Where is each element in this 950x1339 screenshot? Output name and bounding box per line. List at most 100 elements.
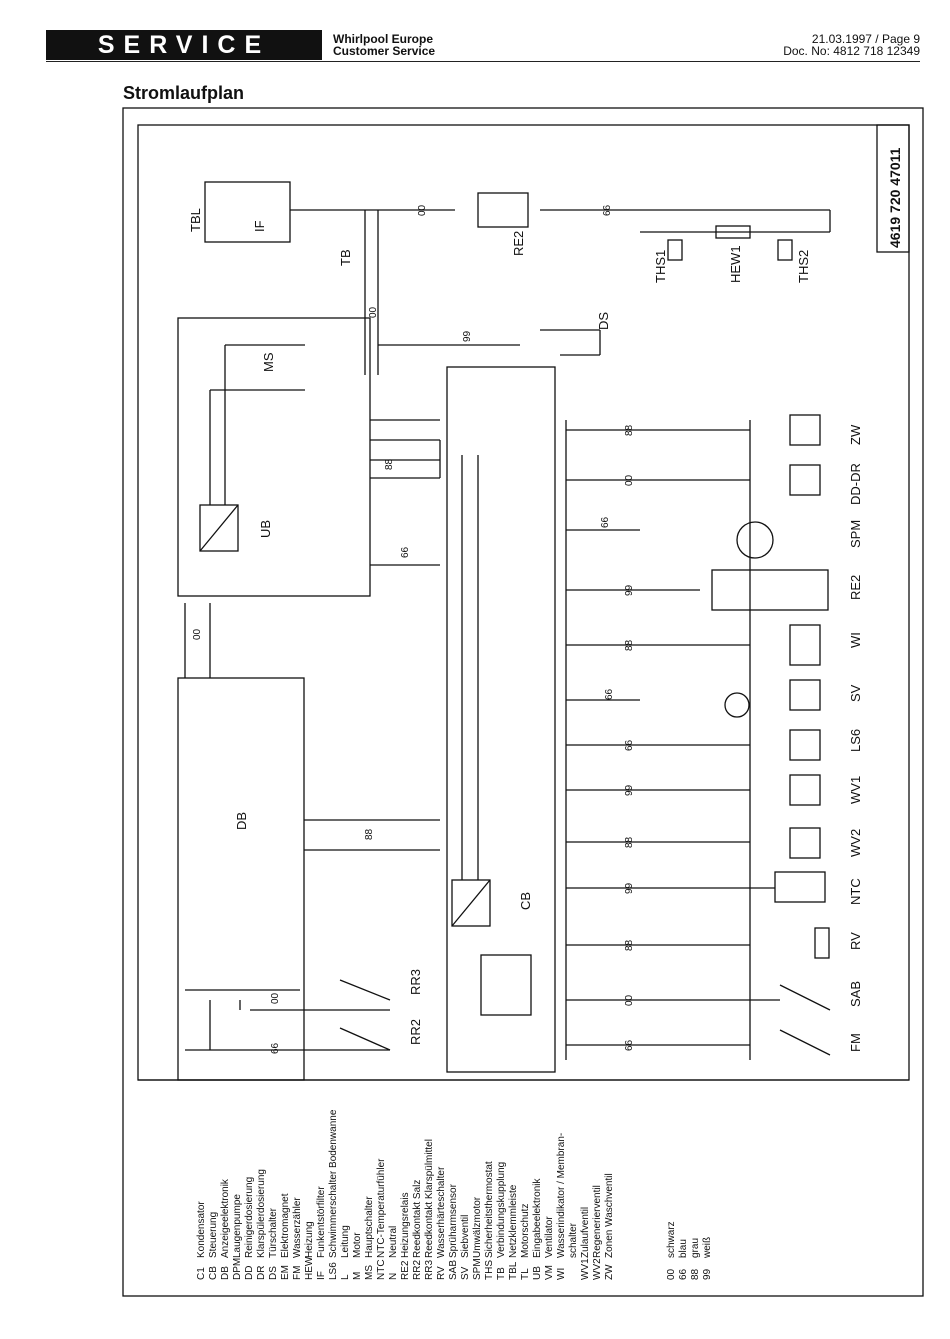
wire-00-sab: 00 [624, 994, 635, 1006]
legend-item: RE2Heizungsrelais [400, 1192, 411, 1280]
cb-block [446, 366, 556, 1073]
component-wv2: WV2 [848, 829, 863, 857]
date-page: 21.03.1997 / Page 9 [811, 32, 920, 46]
inner-frame [137, 124, 910, 1081]
heater-hew1 [715, 225, 751, 239]
wire-88-zw: 88 [624, 424, 635, 436]
legend-item: WV1Zulaufventil [580, 1206, 591, 1280]
label-hew1: HEW1 [728, 245, 743, 283]
sv-valve-coil [789, 679, 821, 711]
outer-frame [122, 107, 924, 1297]
legend-abbreviations: C1Kondensator CBSteuerung DBAnzeigeelekt… [196, 1110, 412, 1280]
legend-item: RR2Reedkontakt Salz [412, 1179, 423, 1280]
company-name: Whirlpool Europe Customer Service [333, 33, 435, 57]
wire-66-sv: 66 [604, 688, 615, 700]
component-sab: SAB [848, 981, 863, 1007]
header-rule [46, 61, 920, 62]
legend-abbreviations-2: RR2Reedkontakt Salz RR3Reedkontakt Klars… [412, 1133, 616, 1280]
legend-item: NNeutral [388, 1225, 399, 1280]
legend-item: LLeitung [340, 1225, 351, 1280]
component-fm: FM [848, 1033, 863, 1052]
legend-item: TBLNetzklemmleiste [508, 1184, 519, 1280]
legend-item: ZWZonen Waschventil [604, 1173, 615, 1280]
spm-motor [736, 521, 774, 559]
legend-item: RR3Reedkontakt Klarspülmittel [424, 1139, 435, 1280]
document-info: 21.03.1997 / Page 9 Doc. No: 4812 718 12… [783, 33, 920, 57]
legend-item: THSSicherheitsthermostat [484, 1161, 495, 1280]
tbl-if-block [204, 181, 291, 243]
component-wv1: WV1 [848, 776, 863, 804]
ub-power-supply [199, 504, 239, 552]
legend-item: RVWasserhärteschalter [436, 1166, 447, 1280]
cb-power-supply [451, 879, 491, 927]
wire-66-top: 66 [602, 204, 613, 216]
legend-item: TLMotorschutz [520, 1203, 531, 1280]
label-if: IF [252, 220, 267, 232]
wire-88-rv: 88 [624, 939, 635, 951]
ls6-switch [789, 729, 821, 761]
wire-99-ds: 99 [462, 330, 473, 342]
legend-item: LS6Schwimmerschalter Bodenwanne [328, 1109, 339, 1280]
wire-99-ntc: 99 [624, 882, 635, 894]
ntc-sensor [774, 871, 826, 903]
legend-item: schalter [568, 1222, 579, 1258]
wire-66-ub: 66 [400, 546, 411, 558]
label-re2-top: RE2 [511, 231, 526, 256]
db-block [177, 677, 305, 1081]
label-rr3: RR3 [408, 969, 423, 995]
legend-item: NTCNTC-Temperaturfühler [376, 1158, 387, 1280]
label-cb: CB [518, 892, 533, 910]
component-ntc: NTC [848, 878, 863, 905]
legend-item: IFFunkentstörfilter [316, 1186, 327, 1280]
legend-item: EMElektromagnet [280, 1193, 291, 1280]
re2-relay-coil [711, 569, 829, 611]
label-ds: DS [596, 312, 611, 330]
wire-66-ls6: 66 [624, 739, 635, 751]
wire-99-re2: 99 [624, 584, 635, 596]
zw-valve-coil [789, 414, 821, 446]
legend-item: MMotor [352, 1232, 363, 1280]
page-title: Stromlaufplan [123, 83, 245, 103]
label-tb: TB [338, 249, 353, 266]
legend-item: UBEingabeelektronik [532, 1178, 543, 1281]
label-ths2: THS2 [796, 250, 811, 283]
legend-item: CBSteuerung [208, 1211, 219, 1280]
component-zw: ZW [848, 424, 863, 445]
label-db: DB [234, 812, 249, 830]
label-ub: UB [258, 520, 273, 538]
legend-item: DDReinigerdosierung [244, 1176, 255, 1280]
legend-item: C1Kondensator [196, 1201, 207, 1280]
label-tbl: TBL [188, 208, 203, 232]
company-line-1: Whirlpool Europe [333, 32, 433, 46]
wire-00-top: 00 [417, 204, 428, 216]
legend-item: FMWasserzähler [292, 1197, 303, 1280]
legend-item: WIWasserindikator / Membran- [556, 1132, 567, 1280]
drawing-number-box [876, 124, 910, 253]
wire-66-spm: 66 [600, 516, 611, 528]
rv-switch [814, 927, 830, 959]
cb-chip [480, 954, 532, 1016]
sv-pump-motor [724, 692, 750, 718]
label-ths1: THS1 [653, 250, 668, 283]
wi-switch [789, 624, 821, 666]
component-sv: SV [848, 684, 863, 702]
wire-88-wv2: 88 [624, 836, 635, 848]
wire-00-dd: 00 [624, 474, 635, 486]
wv1-valve-coil [789, 774, 821, 806]
legend-item: HEWHeizung [304, 1221, 315, 1280]
legend-item: SABSprüharmsensor [448, 1184, 459, 1280]
wire-66-rr2: 66 [270, 1042, 281, 1054]
component-rv: RV [848, 932, 863, 950]
wire-88-wi: 88 [624, 639, 635, 651]
wire-88-ub: 88 [384, 458, 395, 470]
legend-item: DSTürschalter [268, 1207, 279, 1280]
component-spm: SPM [848, 520, 863, 548]
wire-99-wv1: 99 [624, 784, 635, 796]
ub-block [177, 317, 371, 597]
drawing-number: 4619 720 47011 [887, 147, 903, 248]
company-line-2: Customer Service [333, 44, 436, 58]
component-re2: RE2 [848, 575, 863, 600]
legend-color-item: 88grau [690, 1237, 701, 1280]
legend-item: MSHauptschalter [364, 1196, 375, 1280]
